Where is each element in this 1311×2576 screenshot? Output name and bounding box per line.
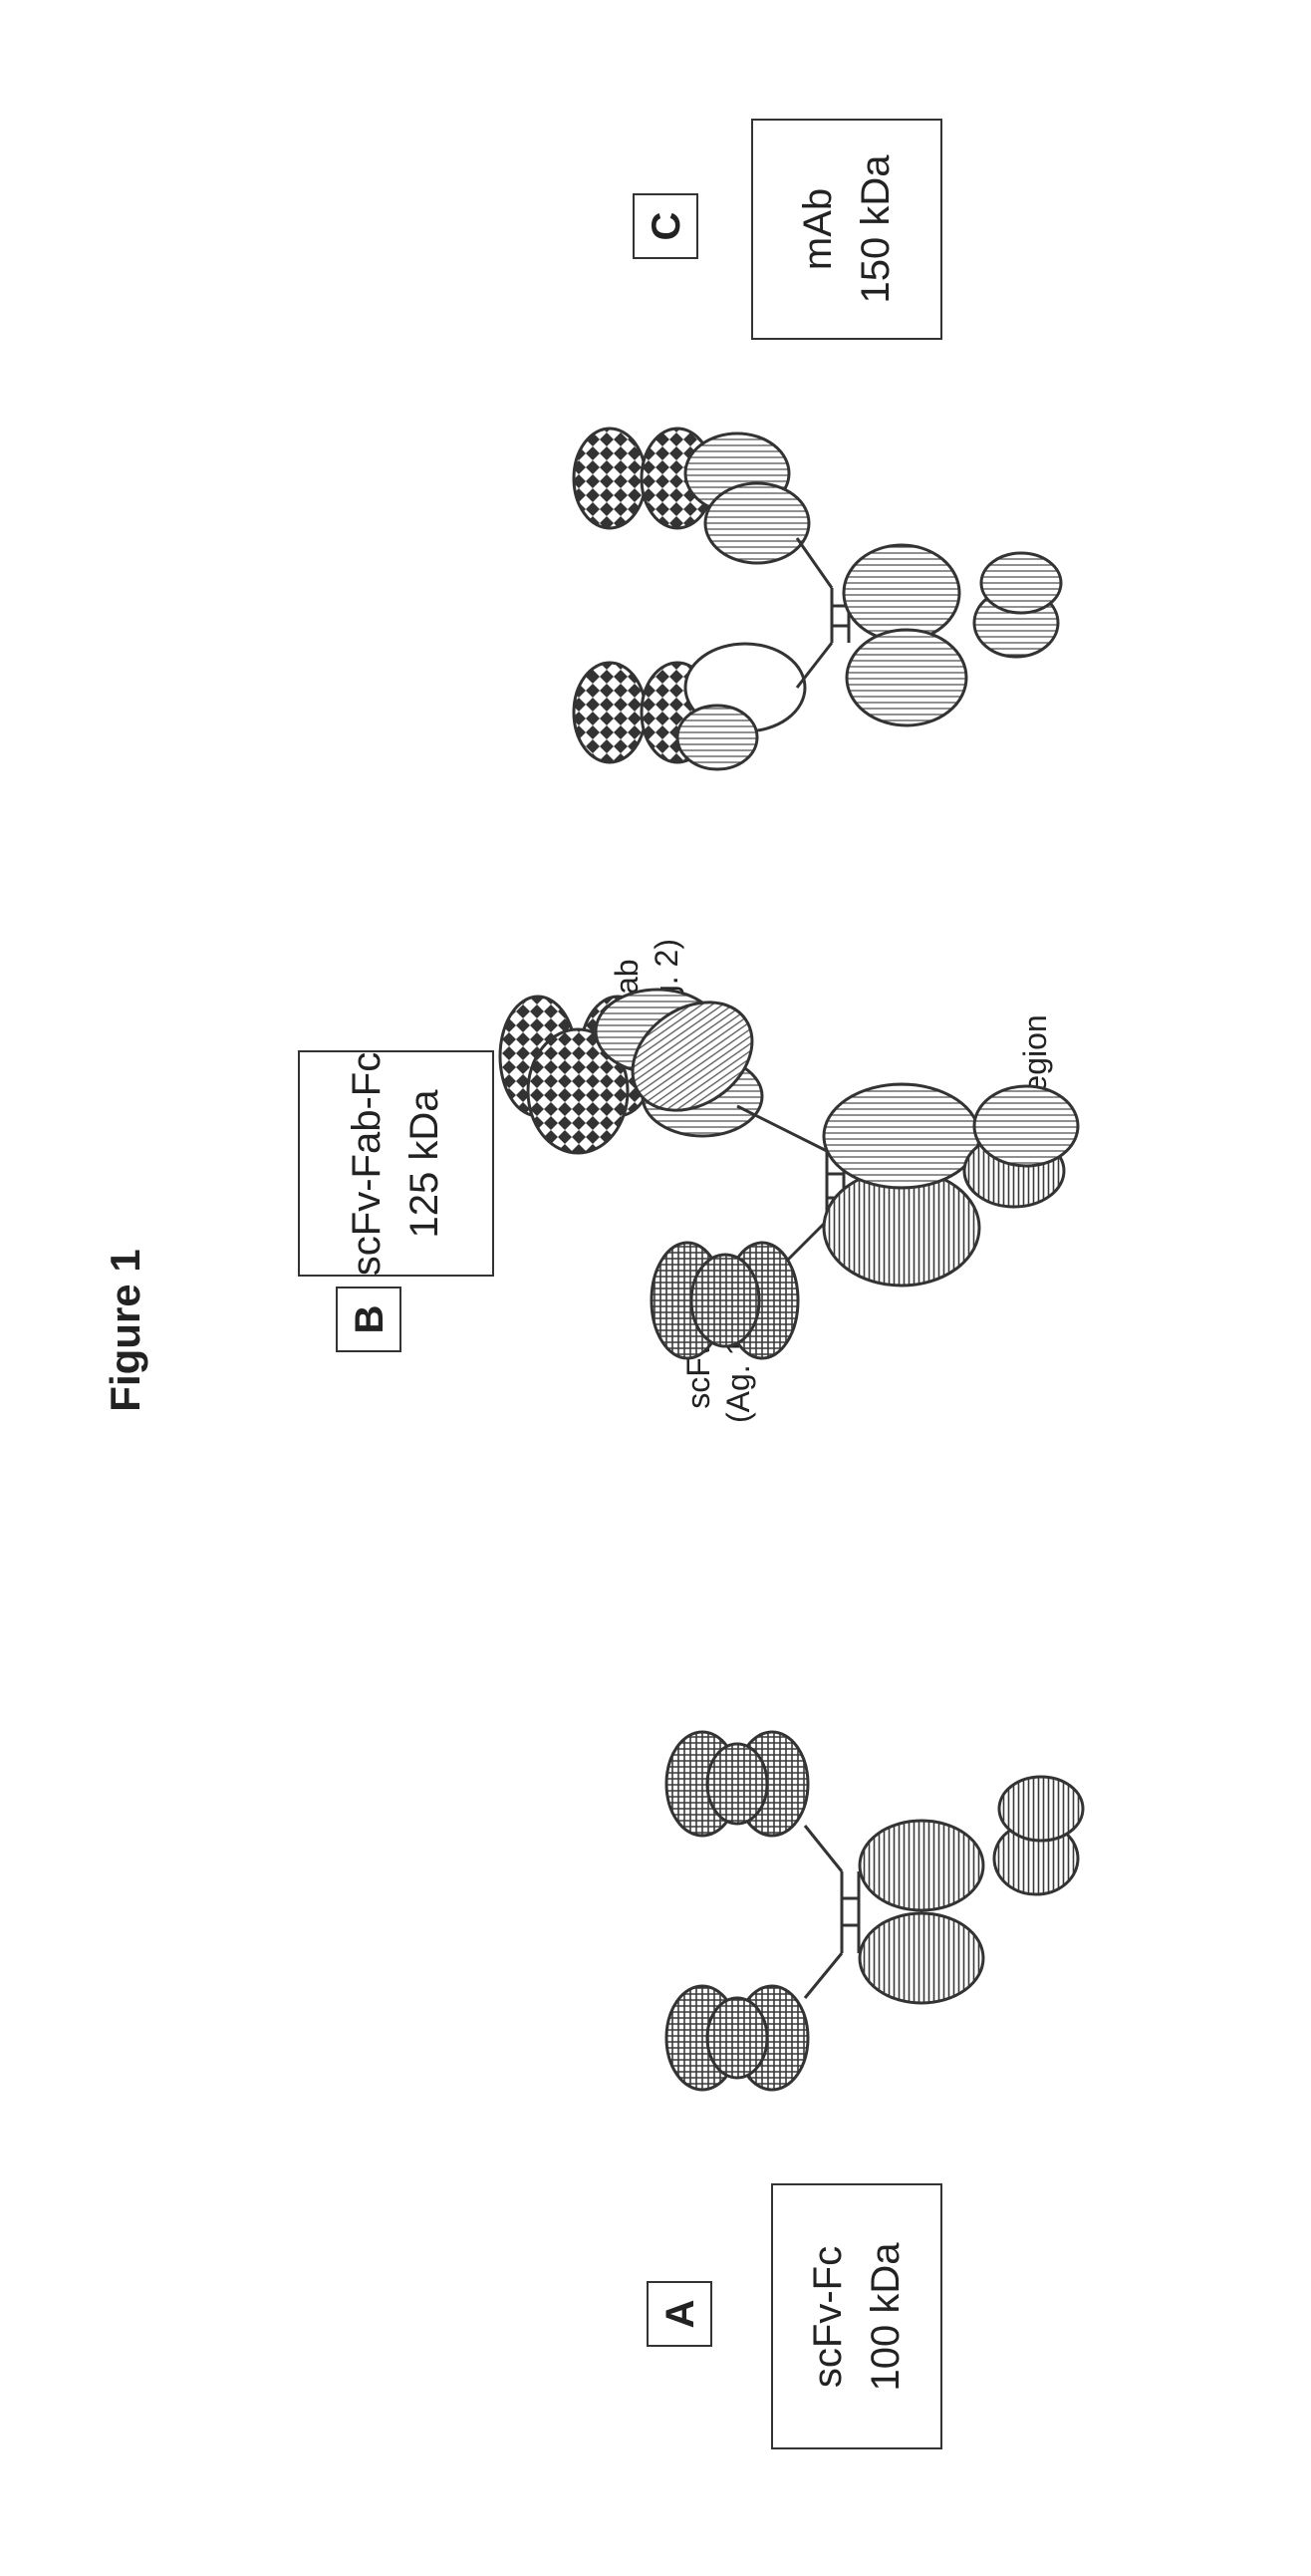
panel-a-label-box: scFv-Fc 100 kDa	[772, 2184, 941, 2448]
fc-ch2-a-1	[860, 1913, 983, 2003]
mab-fc-ch3-2	[981, 553, 1061, 613]
panel-c-letter-box: C	[634, 194, 697, 258]
mab-molecule	[574, 429, 1061, 769]
panel-b-label-box: scFv-Fab-Fc 125 kDa	[299, 1051, 493, 1276]
panel-a-name: scFv-Fc	[806, 2246, 850, 2388]
linker-c-2	[797, 643, 832, 688]
mab-fab-constant-1	[685, 433, 809, 563]
linker-a-2	[805, 1826, 842, 1871]
hinge-a	[842, 1871, 859, 1953]
panel-b-letter-box: B	[337, 1288, 400, 1351]
panel-b-mass: 125 kDa	[402, 1089, 446, 1239]
panel-c-label-box: mAb 150 kDa	[752, 120, 941, 339]
fc-ch3-a-2	[999, 1777, 1083, 1841]
linker-c-1	[797, 538, 832, 588]
fc-ch2-b-2	[824, 1084, 979, 1188]
panel-a-letter-box: A	[648, 2282, 711, 2346]
figure-title-group: Figure 1	[102, 1249, 148, 1411]
linker-b-2	[737, 1106, 827, 1151]
mab-fab-constant-2	[677, 644, 805, 769]
scfv-fc-molecule	[666, 1732, 1083, 2090]
scfv-domain-2	[666, 1732, 808, 1836]
scfv-fab-fc-molecule	[500, 980, 1078, 1358]
panel-c-name: mAb	[796, 188, 840, 270]
linker-a-1	[805, 1953, 842, 1998]
panel-b-letter: B	[348, 1305, 392, 1334]
figure-title: Figure 1	[102, 1249, 148, 1411]
panel-a-letter: A	[658, 2300, 702, 2329]
fc-ch3-b-2	[974, 1086, 1078, 1166]
mab-fc-ch2-1	[844, 545, 959, 641]
panel-a-mass: 100 kDa	[864, 2242, 908, 2392]
scfv-domain-1	[666, 1986, 808, 2090]
panel-c-mass: 150 kDa	[854, 154, 898, 304]
panel-b-name: scFv-Fab-Fc	[345, 1052, 389, 1276]
fc-ch2-a-2	[860, 1821, 983, 1910]
mab-fc-ch2-2	[847, 630, 966, 725]
panel-c-letter: C	[645, 212, 688, 241]
linker-b-1	[787, 1221, 827, 1261]
scfv-domain-b	[652, 1243, 798, 1358]
